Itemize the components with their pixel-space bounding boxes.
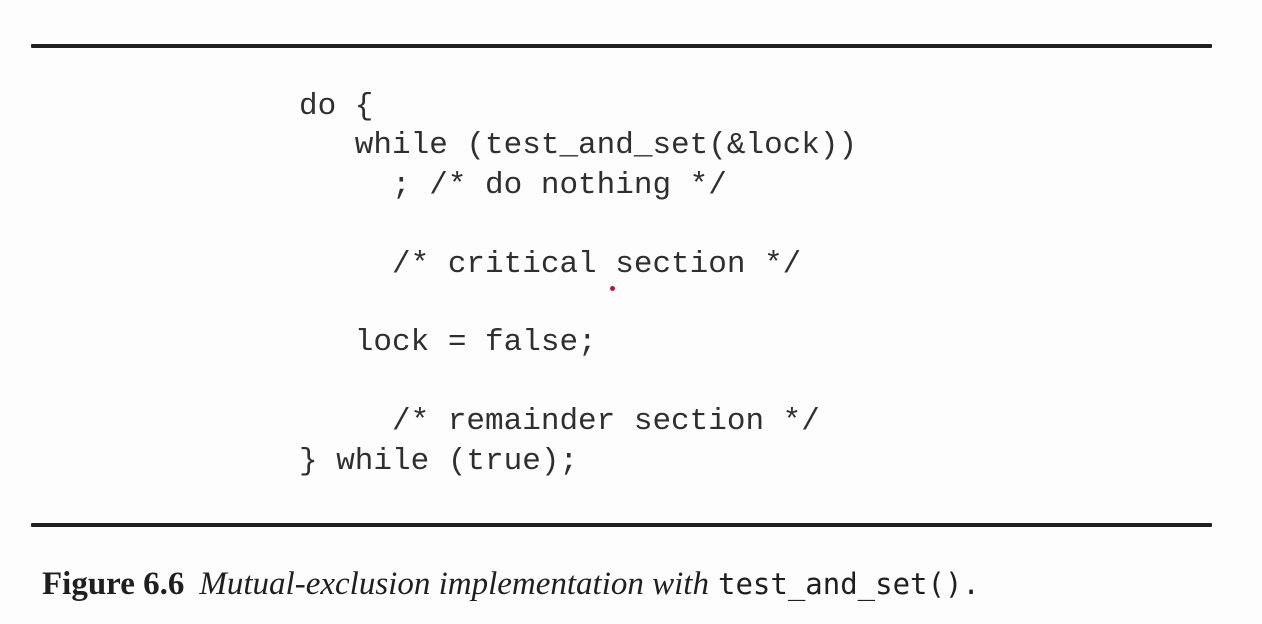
figure-caption-label: Figure 6.6: [42, 566, 185, 602]
figure-caption-code-reference: test_and_set().: [717, 567, 980, 601]
top-rule: [31, 44, 1212, 48]
code-block: do { while (test_and_set(&lock)) ; /* do…: [299, 89, 858, 479]
figure-caption: Figure 6.6 Mutual-exclusion implementatio…: [42, 563, 980, 611]
figure-caption-description: Mutual-exclusion implementation with: [199, 566, 709, 602]
pointer-dot-icon: [610, 286, 615, 291]
bottom-rule: [31, 523, 1212, 527]
